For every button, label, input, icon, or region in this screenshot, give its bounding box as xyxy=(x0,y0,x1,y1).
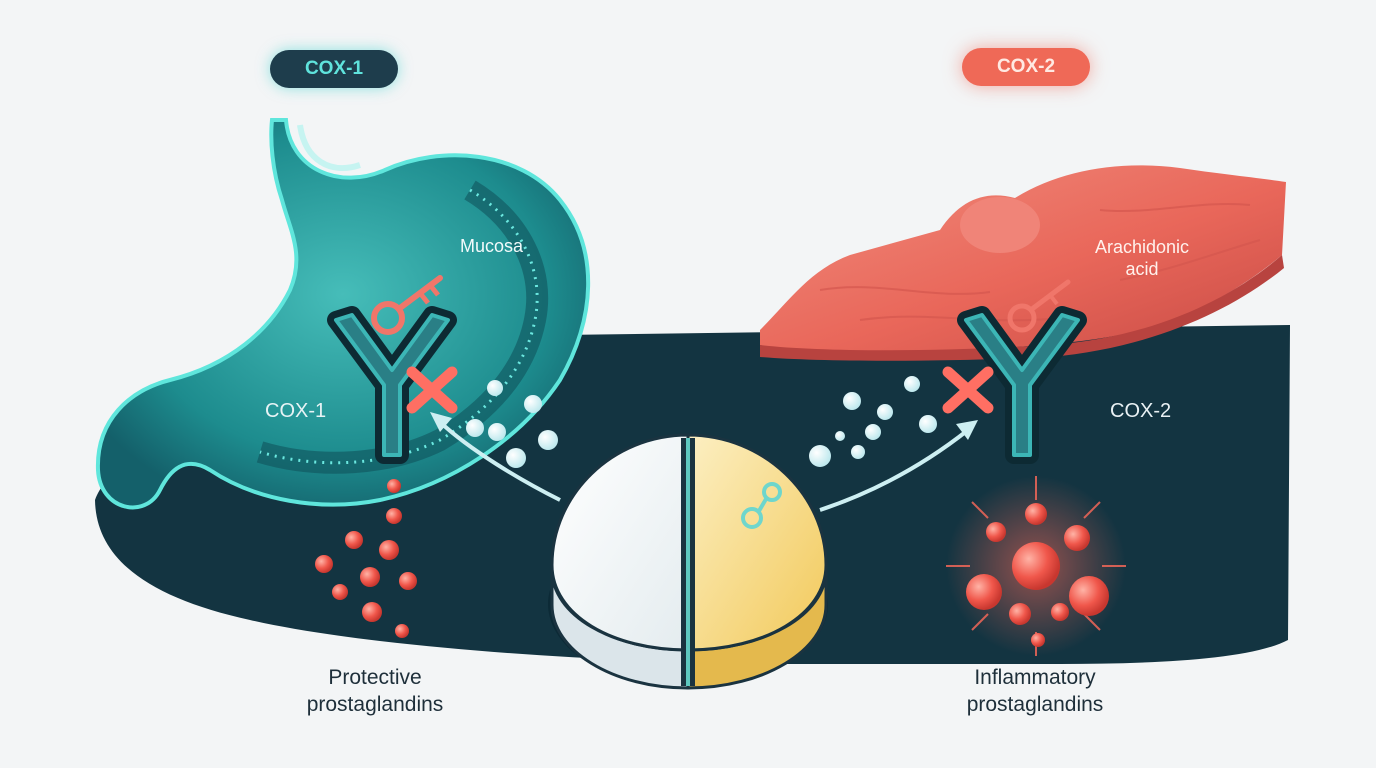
block-x-icon-left xyxy=(406,366,458,414)
arachidonic-line1: Arachidonic xyxy=(1094,237,1190,257)
arrow-to-cox2-head xyxy=(956,420,978,440)
drug-molecules-right xyxy=(809,376,937,467)
arrow-to-cox1-head xyxy=(430,412,452,432)
protective-prostaglandin-dots xyxy=(315,479,417,638)
inflammatory-prostaglandins-label: Inflammatory prostaglandins xyxy=(910,664,1160,718)
key-icon-left xyxy=(371,275,443,335)
arachidonic-acid-label: Arachidonic acid xyxy=(1062,236,1222,280)
drug-molecules-left xyxy=(466,380,558,468)
cox1-receptor-label: COX-1 xyxy=(265,400,327,422)
cox2-receptor-label: COX-2 xyxy=(1110,400,1172,422)
cox1-receptor-icon xyxy=(327,306,457,464)
cox1-badge: COX-1 xyxy=(270,50,398,88)
inflammatory-line2: prostaglandins xyxy=(966,693,1104,716)
key-icon-right xyxy=(1007,279,1071,333)
inflammatory-line1: Inflammatory xyxy=(974,666,1096,689)
arachidonic-line2: acid xyxy=(1125,259,1159,279)
tissue-shape xyxy=(760,165,1286,361)
arrow-to-cox2 xyxy=(819,428,970,512)
protective-line2: prostaglandins xyxy=(306,693,444,716)
inflammatory-prostaglandin-burst xyxy=(946,476,1126,656)
mucosa-label: Mucosa xyxy=(460,236,524,256)
cox2-badge: COX-2 xyxy=(962,48,1090,86)
protective-line1: Protective xyxy=(328,666,422,689)
block-x-icon-right xyxy=(942,366,994,414)
protective-prostaglandins-label: Protective prostaglandins xyxy=(250,664,500,718)
cox2-receptor-icon xyxy=(957,306,1087,464)
arrow-to-cox1 xyxy=(438,420,561,502)
pill-icon xyxy=(548,433,828,690)
